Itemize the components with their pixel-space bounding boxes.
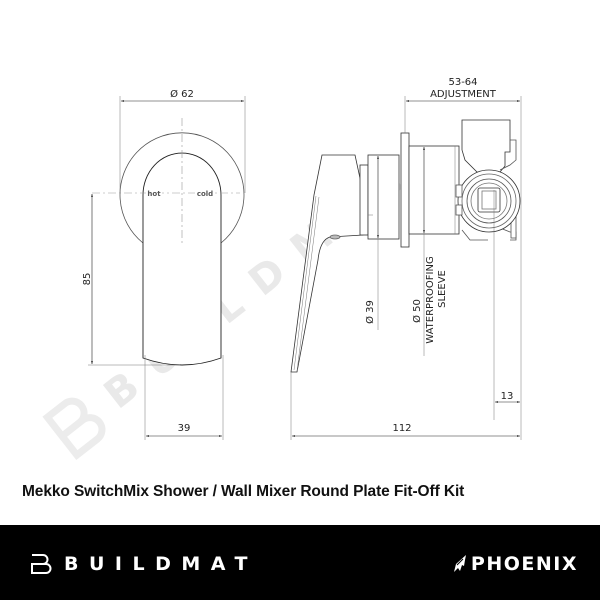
phoenix-feather-icon [453,555,466,572]
front-view [88,96,246,440]
sleeve-label-line1: WATERPROOFING [425,256,436,343]
buildmat-b-icon [31,554,52,574]
overall-depth-label: 112 [392,423,411,434]
front-view-labels: Ø 62 85 39 hot cold [82,88,215,434]
technical-drawing: BUILDMAT Ø 62 85 39 hot cold [42,77,522,460]
sleeve-diameter-label: Ø 50 [411,299,423,323]
side-view-labels: 53-64 ADJUSTMENT Ø 39 Ø 50 WATERPROOFING… [364,77,513,434]
mixer-body [367,154,400,240]
phoenix-logo: PHOENIX [452,553,578,575]
height-label: 85 [82,273,93,286]
valve-body [461,119,511,179]
waterproofing-sleeve [408,145,460,235]
product-title: Mekko SwitchMix Shower / Wall Mixer Roun… [22,483,465,500]
adjustment-label: ADJUSTMENT [430,89,497,100]
cold-label: cold [197,190,213,198]
buildmat-wordmark: BUILDMAT [64,553,258,575]
width-label: 39 [178,423,191,434]
buildmat-logo: BUILDMAT [30,553,258,575]
sleeve-label-line2: SLEEVE [437,270,448,308]
rear-offset-label: 13 [501,391,514,402]
side-view [290,96,522,440]
hot-label: hot [147,190,161,198]
phoenix-wordmark: PHOENIX [470,553,578,575]
plate-diameter-label: Ø 62 [170,88,194,100]
footer-banner [0,525,600,600]
adjustment-value: 53-64 [448,77,477,88]
mixer-body-outline [142,152,222,366]
body-diameter-label: Ø 39 [364,300,376,324]
wall-flange [400,132,410,248]
round-plate-outline [119,132,245,244]
watermark-logo-icon [42,397,106,460]
